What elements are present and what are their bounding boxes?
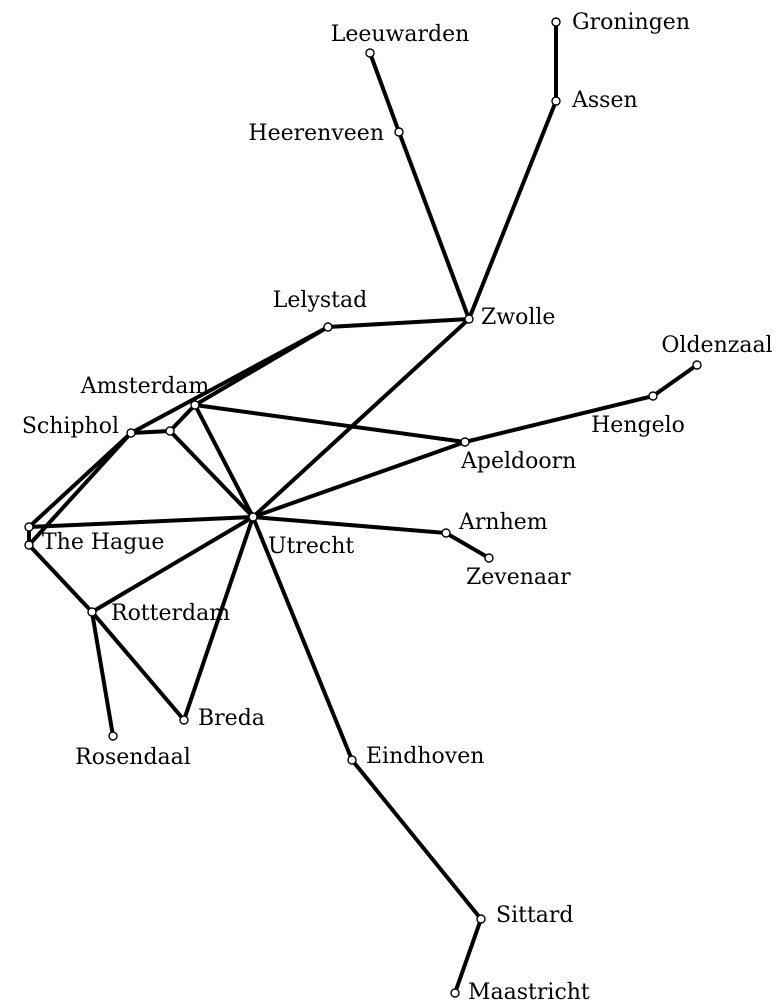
station-node-zevenaar (484, 553, 494, 563)
station-node-junction (165, 426, 175, 436)
station-label-rosendaal: Rosendaal (75, 745, 191, 770)
station-label-assen: Assen (571, 88, 638, 113)
rail-link-lelystad-zwolle (326, 317, 471, 329)
station-node-rotterdam (87, 607, 97, 617)
station-node-thehague (24, 540, 34, 550)
station-label-apeldoorn: Apeldoorn (460, 449, 576, 474)
rail-link-rotterdam-rosendaal (90, 610, 115, 738)
rail-link-oldenzaal-hengelo (651, 363, 699, 398)
station-node-lelystad (323, 322, 333, 332)
rail-link-thehague_n-utrecht (27, 515, 255, 529)
station-label-groningen: Groningen (572, 10, 690, 35)
station-node-amsterdam (190, 400, 200, 410)
rail-link-schiphol-junction (129, 429, 172, 435)
rail-link-heerenveen-zwolle (397, 130, 471, 321)
station-node-zwolle (464, 314, 474, 324)
rail-link-assen-zwolle (467, 99, 558, 321)
station-node-maastricht (450, 988, 460, 998)
station-node-utrecht (248, 512, 258, 522)
rail-link-junction-utrecht (168, 429, 255, 519)
station-label-thehague: The Hague (42, 530, 164, 555)
station-label-utrecht: Utrecht (268, 534, 354, 559)
rail-link-lelystad-schiphol (129, 325, 330, 435)
station-node-apeldoorn (460, 437, 470, 447)
station-label-zwolle: Zwolle (481, 305, 555, 330)
rail-connections (27, 20, 699, 995)
station-label-eindhoven: Eindhoven (366, 744, 484, 769)
station-node-rosendaal (108, 731, 118, 741)
station-label-zevenaar: Zevenaar (466, 565, 571, 590)
rail-link-zwolle-utrecht (251, 317, 471, 519)
station-node-groningen (551, 17, 561, 27)
station-node-breda (179, 715, 189, 725)
station-label-rotterdam: Rotterdam (111, 601, 230, 626)
station-label-lelystad: Lelystad (273, 288, 367, 313)
rail-link-utrecht-breda (182, 515, 255, 722)
station-label-amsterdam: Amsterdam (80, 374, 210, 399)
rail-link-amsterdam-utrecht (193, 403, 255, 519)
station-node-sittard (476, 914, 486, 924)
station-node-assen (551, 96, 561, 106)
station-label-oldenzaal: Oldenzaal (661, 333, 772, 358)
station-label-sittard: Sittard (496, 903, 574, 928)
rail-link-utrecht-rotterdam (90, 515, 255, 614)
station-node-oldenzaal (692, 360, 702, 370)
rail-link-amsterdam-junction (168, 403, 197, 433)
rail-link-eindhoven-sittard (350, 758, 483, 921)
station-node-arnhem (441, 528, 451, 538)
rail-link-thehague-rotterdam (27, 543, 94, 614)
rail-link-amsterdam-apeldoorn (193, 403, 467, 444)
station-node-leeuwarden (365, 48, 375, 58)
rail-link-utrecht-arnhem (251, 515, 448, 535)
rail-link-rotterdam-breda (90, 610, 186, 722)
rail-link-utrecht-eindhoven (251, 515, 354, 762)
station-label-breda: Breda (198, 706, 265, 731)
station-label-maastricht: Maastricht (468, 980, 590, 1005)
rail-link-hengelo-apeldoorn (463, 394, 655, 444)
rail-link-arnhem-zevenaar (444, 531, 491, 560)
station-label-heerenveen: Heerenveen (248, 121, 384, 146)
rail-link-schiphol-thehague_n (27, 431, 133, 529)
station-node-heerenveen (394, 127, 404, 137)
station-label-schiphol: Schiphol (22, 414, 119, 439)
rail-link-leeuwarden-heerenveen (368, 51, 401, 134)
station-label-leeuwarden: Leeuwarden (331, 22, 470, 47)
station-label-hengelo: Hengelo (591, 413, 685, 438)
station-node-hengelo (648, 391, 658, 401)
station-label-arnhem: Arnhem (458, 510, 548, 535)
rail-link-apeldoorn-utrecht (251, 440, 467, 519)
station-node-thehague_n (24, 522, 34, 532)
rail-link-sittard-maastricht (453, 917, 483, 995)
station-node-eindhoven (347, 755, 357, 765)
station-markers (24, 17, 702, 998)
station-node-schiphol (126, 428, 136, 438)
